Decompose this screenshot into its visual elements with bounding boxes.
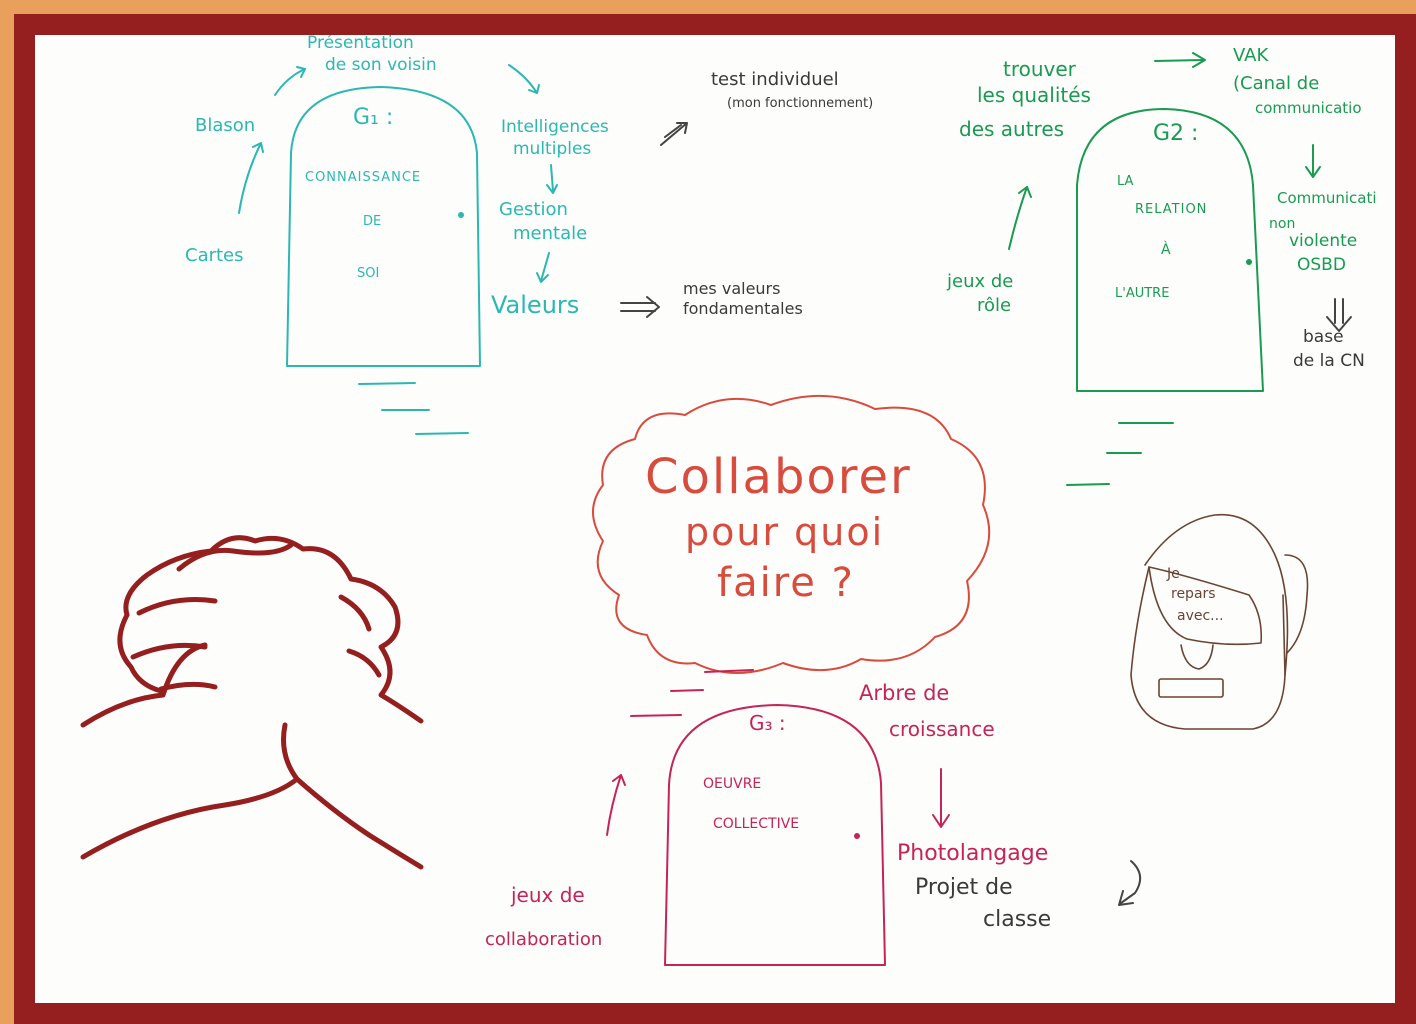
g2-label-jeux-2: rôle <box>977 295 1012 316</box>
center-question-line-1: Collaborer <box>645 449 912 505</box>
g2-body-line-1: LA <box>1117 174 1134 189</box>
g2-label-cnv-2: non <box>1269 216 1296 232</box>
backpack-text-line-2: repars <box>1171 586 1216 602</box>
g1-label-presentation-2: de son voisin <box>325 55 437 75</box>
g2-label-cnv-4: OSBD <box>1297 255 1346 275</box>
mind-map: G₁ : CONNAISSANCE DE SOI Présentation de… <box>35 35 1395 1003</box>
g2-label-base-2: de la CN <box>1293 351 1365 371</box>
center-cloud <box>592 394 991 674</box>
g1-label-mes-valeurs-2: fondamentales <box>683 299 803 318</box>
g1-label-gestion-2: mentale <box>513 223 588 244</box>
g2-label-jeux: jeux de <box>947 271 1014 292</box>
g3-shape <box>664 704 886 966</box>
g3-body-line-2: COLLECTIVE <box>713 816 800 832</box>
g1-label-presentation: Présentation <box>307 33 414 53</box>
g1-body-line-3: SOI <box>357 266 380 281</box>
g1-label-cartes: Cartes <box>185 245 244 266</box>
g3-label-projet-2: classe <box>983 907 1052 932</box>
arrow-blason-presentation <box>274 68 306 96</box>
g1-label-test-2: (mon fonctionnement) <box>727 96 874 111</box>
g2-label-trouver-3: des autres <box>959 117 1065 141</box>
g2-title: G2 : <box>1153 121 1199 146</box>
g3-label-arbre-2: croissance <box>889 717 995 741</box>
g1-label-valeurs: Valeurs <box>491 291 580 319</box>
g3-label-projet: Projet de <box>915 875 1013 900</box>
backpack-drawing <box>1130 513 1309 730</box>
g1-label-intelligences-2: multiples <box>513 139 592 159</box>
g3-label-arbre: Arbre de <box>859 681 950 705</box>
g2-label-trouver: trouver <box>1003 57 1076 81</box>
center-question-line-3: faire ? <box>717 560 855 606</box>
g2-label-cnv-3: violente <box>1289 231 1358 251</box>
g3-title: G₃ : <box>749 711 786 735</box>
handshake-drawing <box>80 535 424 870</box>
g1-body-line-2: DE <box>363 214 382 229</box>
arrow-test <box>660 122 688 146</box>
g3-label-photolangage: Photolangage <box>897 841 1049 866</box>
drawing-sheet: G₁ : CONNAISSANCE DE SOI Présentation de… <box>14 14 1416 1024</box>
g3-label-jeux-2: collaboration <box>485 929 603 950</box>
backpack-text-line-3: avec... <box>1177 608 1224 624</box>
g2-label-vak-2: (Canal de <box>1233 73 1320 94</box>
g2-label-vak-3: communicatio <box>1255 99 1362 117</box>
g2-label-cnv: Communicati <box>1277 189 1377 207</box>
backpack-text-line-1: Je <box>1167 566 1180 582</box>
g2-body-line-2: RELATION <box>1135 202 1208 217</box>
g1-label-test: test individuel <box>711 69 839 90</box>
g1-label-gestion: Gestion <box>499 199 568 220</box>
g1-label-intelligences: Intelligences <box>501 117 609 137</box>
g3-body-line-1: OEUVRE <box>703 776 762 792</box>
arrow-valeurs <box>620 296 660 318</box>
g2-label-base: base <box>1303 327 1344 347</box>
g2-label-trouver-2: les qualités <box>977 83 1091 107</box>
center-question-line-2: pour quoi <box>685 510 885 554</box>
g1-body-line-1: CONNAISSANCE <box>305 170 422 185</box>
g2-label-vak: VAK <box>1233 45 1269 66</box>
g1-title: G₁ : <box>353 105 394 130</box>
g1-label-mes-valeurs: mes valeurs <box>683 279 781 298</box>
g1-label-blason: Blason <box>195 115 256 136</box>
g2-shape <box>1076 108 1264 392</box>
g3-label-jeux: jeux de <box>511 883 585 907</box>
sketch-lines <box>80 52 1352 966</box>
g1-shape <box>286 86 481 367</box>
g2-body-line-3: À <box>1161 242 1171 258</box>
g2-body-line-4: L'AUTRE <box>1115 286 1170 301</box>
